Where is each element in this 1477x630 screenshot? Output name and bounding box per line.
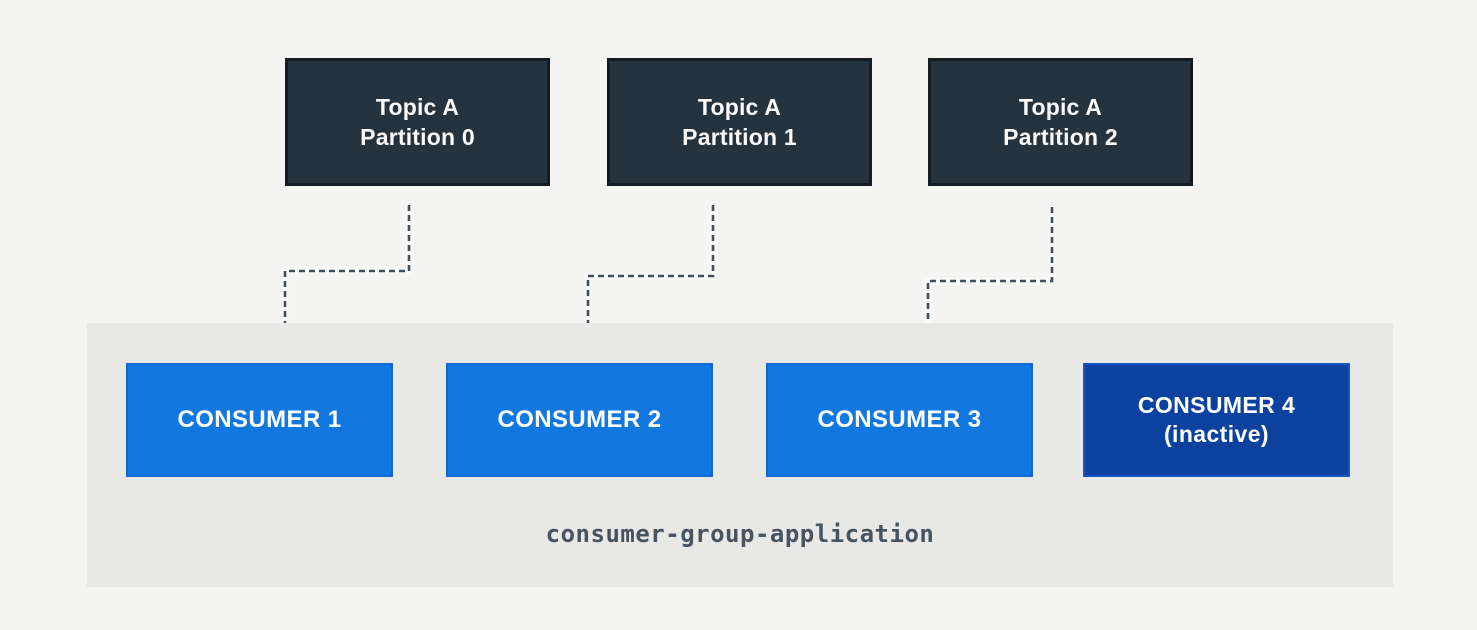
partition-number-label: Partition 2 xyxy=(1003,124,1118,150)
consumer-label: CONSUMER 1 xyxy=(177,406,342,433)
consumer-label: CONSUMER 4 xyxy=(1137,392,1296,418)
partition-topic-label: Topic A xyxy=(375,94,460,120)
partition-number-label: Partition 0 xyxy=(360,124,475,150)
consumer-state-label: (inactive) xyxy=(1164,421,1269,447)
consumer-label: CONSUMER 3 xyxy=(817,406,982,433)
consumer-3-box: CONSUMER 3 xyxy=(766,363,1033,477)
partition-box-2: Topic A Partition 2 xyxy=(928,58,1193,186)
partition-box-0: Topic A Partition 0 xyxy=(285,58,550,186)
partition-number-label: Partition 1 xyxy=(682,124,797,150)
consumer-group-container: CONSUMER 1 CONSUMER 2 CONSUMER 3 CONSUME… xyxy=(87,323,1393,587)
consumer-label: CONSUMER 2 xyxy=(497,406,662,433)
partition-topic-label: Topic A xyxy=(697,94,782,120)
consumer-1-box: CONSUMER 1 xyxy=(126,363,393,477)
consumer-4-box: CONSUMER 4 (inactive) xyxy=(1083,363,1350,477)
partition-topic-label: Topic A xyxy=(1018,94,1103,120)
consumer-group-name-label: consumer-group-application xyxy=(545,520,935,548)
consumer-2-box: CONSUMER 2 xyxy=(446,363,713,477)
partition-box-1: Topic A Partition 1 xyxy=(607,58,872,186)
